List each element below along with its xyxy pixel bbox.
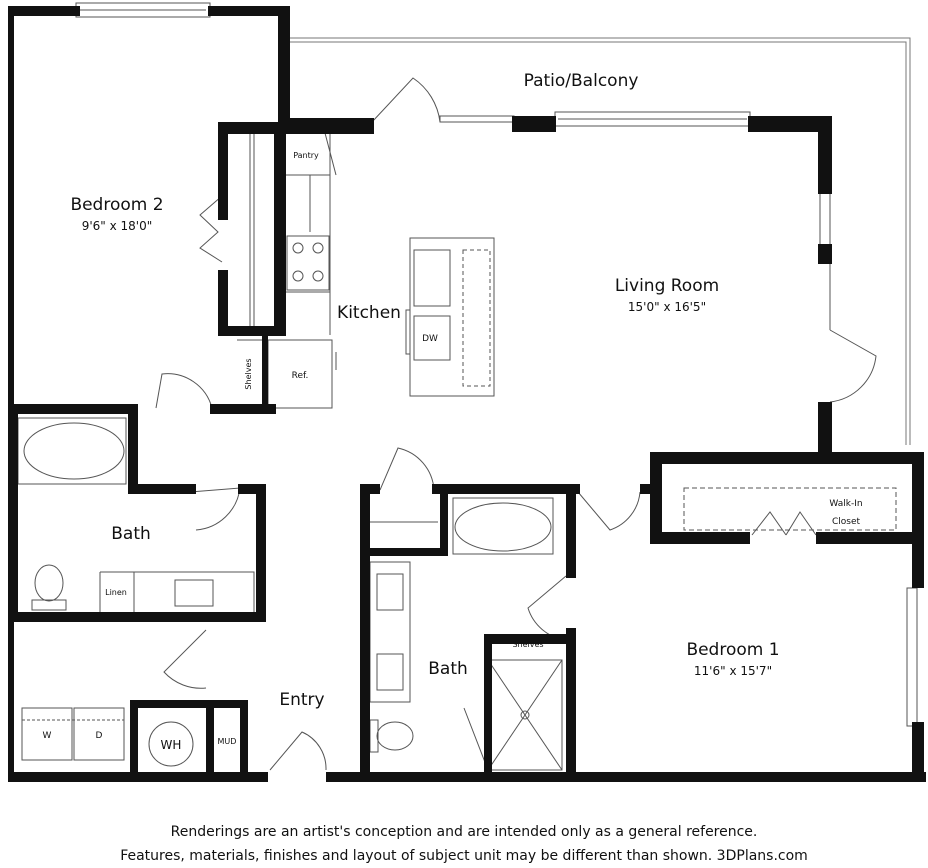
walls <box>8 6 926 782</box>
mud-label: MUD <box>218 737 237 746</box>
bedroom1-dimensions: 11'6" x 15'7" <box>694 664 772 678</box>
walkin-closet-label-2: Closet <box>832 517 861 527</box>
bedroom2-dimensions: 9'6" x 18'0" <box>82 219 153 233</box>
pantry-label: Pantry <box>293 151 319 160</box>
walkin-closet-label-1: Walk-In <box>829 499 862 509</box>
washer-label: W <box>43 731 52 741</box>
room-labels: Patio/Balcony Bedroom 2 9'6" x 18'0" Pan… <box>43 71 863 752</box>
patio-outline <box>288 37 911 445</box>
shelves-bath-label: Shelves <box>512 640 543 649</box>
entry-label: Entry <box>279 690 324 710</box>
floor-plan: Patio/Balcony Bedroom 2 9'6" x 18'0" Pan… <box>8 2 926 782</box>
dryer-label: D <box>96 731 103 741</box>
water-heater-label: WH <box>161 738 182 752</box>
living-room-label: Living Room <box>615 276 719 296</box>
dishwasher-label: DW <box>422 334 438 344</box>
shelves-kitchen-label: Shelves <box>244 358 253 389</box>
fixtures <box>17 2 918 771</box>
bedroom1-label: Bedroom 1 <box>686 640 779 660</box>
bedroom2-label: Bedroom 2 <box>70 195 163 215</box>
disclaimer-line-1: Renderings are an artist's conception an… <box>170 824 758 840</box>
patio-label: Patio/Balcony <box>524 71 639 91</box>
living-room-dimensions: 15'0" x 16'5" <box>628 300 706 314</box>
linen-label: Linen <box>105 588 127 597</box>
bath-left-label: Bath <box>111 524 151 544</box>
bath-mid-label: Bath <box>428 659 468 679</box>
refrigerator-label: Ref. <box>292 371 309 381</box>
kitchen-label: Kitchen <box>337 303 401 323</box>
disclaimer-line-2: Features, materials, finishes and layout… <box>120 848 808 864</box>
